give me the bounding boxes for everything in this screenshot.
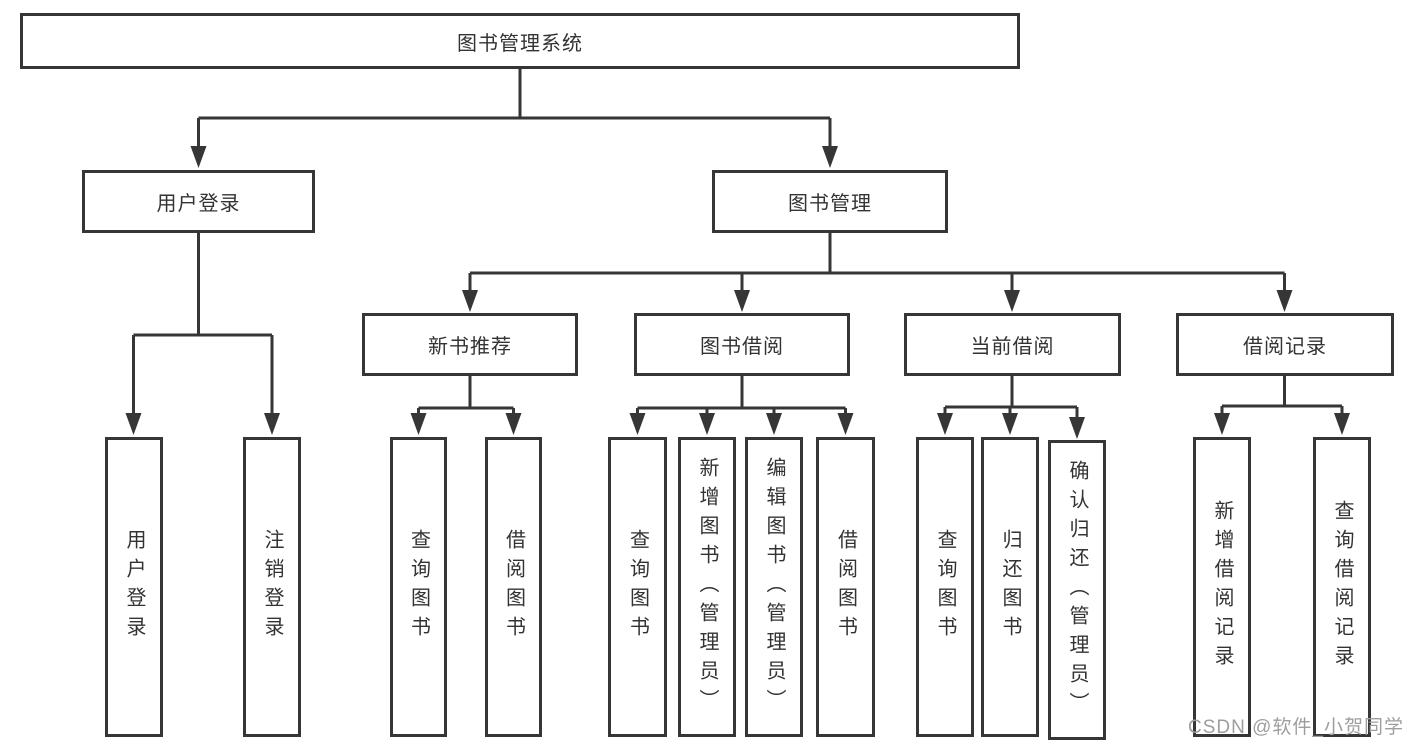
node-borrow-records: 借阅记录 — [1176, 313, 1394, 376]
leaf-add-borrow-record: 新增借阅记录 — [1193, 437, 1251, 737]
leaf-current-query-book: 查询图书 — [916, 437, 974, 737]
leaf-logout-label: 注销登录 — [261, 529, 283, 645]
leaf-add-book-admin: 新增图书（管理员） — [678, 437, 736, 737]
node-book-management-label: 图书管理 — [788, 193, 872, 215]
leaf-user-login: 用户登录 — [105, 437, 163, 737]
node-borrow-records-label: 借阅记录 — [1243, 336, 1327, 358]
leaf-return-book: 归还图书 — [981, 437, 1039, 737]
leaf-query-borrow-record: 查询借阅记录 — [1313, 437, 1371, 737]
leaf-add-borrow-record-label: 新增借阅记录 — [1211, 500, 1233, 674]
leaf-query-borrow-record-label: 查询借阅记录 — [1331, 500, 1353, 674]
leaf-edit-book-admin: 编辑图书（管理员） — [745, 437, 803, 737]
node-user-login-label: 用户登录 — [156, 193, 241, 215]
leaf-recommend-query-book-label: 查询图书 — [407, 529, 430, 645]
leaf-user-login-label: 用户登录 — [123, 529, 145, 645]
leaf-borrow-query-book-label: 查询图书 — [626, 529, 649, 645]
leaf-add-book-admin-label: 新增图书（管理员） — [696, 456, 718, 718]
leaf-confirm-return-admin: 确认归还（管理员） — [1048, 440, 1106, 740]
node-new-book-recommend-label: 新书推荐 — [428, 336, 512, 358]
node-root-label: 图书管理系统 — [457, 32, 583, 55]
node-current-borrow-label: 当前借阅 — [970, 336, 1055, 358]
leaf-return-book-label: 归还图书 — [999, 529, 1021, 645]
node-current-borrow: 当前借阅 — [904, 313, 1121, 376]
csdn-watermark: CSDN @软件_小贺同学 — [1188, 717, 1404, 738]
leaf-current-query-book-label: 查询图书 — [934, 529, 956, 645]
leaf-borrow-book-label: 借阅图书 — [834, 529, 857, 645]
leaf-borrow-book: 借阅图书 — [816, 437, 875, 737]
leaf-borrow-query-book: 查询图书 — [608, 437, 667, 737]
node-book-borrow-label: 图书借阅 — [700, 336, 784, 358]
leaf-recommend-borrow-book: 借阅图书 — [485, 437, 542, 737]
leaf-confirm-return-admin-label: 确认归还（管理员） — [1066, 459, 1088, 721]
leaf-edit-book-admin-label: 编辑图书（管理员） — [763, 456, 785, 718]
node-new-book-recommend: 新书推荐 — [362, 313, 578, 376]
node-user-login: 用户登录 — [82, 170, 315, 233]
node-root: 图书管理系统 — [20, 13, 1020, 69]
leaf-recommend-query-book: 查询图书 — [390, 437, 447, 737]
node-book-management: 图书管理 — [712, 170, 948, 233]
leaf-logout: 注销登录 — [243, 437, 301, 737]
node-book-borrow: 图书借阅 — [634, 313, 850, 376]
leaf-recommend-borrow-book-label: 借阅图书 — [502, 529, 525, 645]
